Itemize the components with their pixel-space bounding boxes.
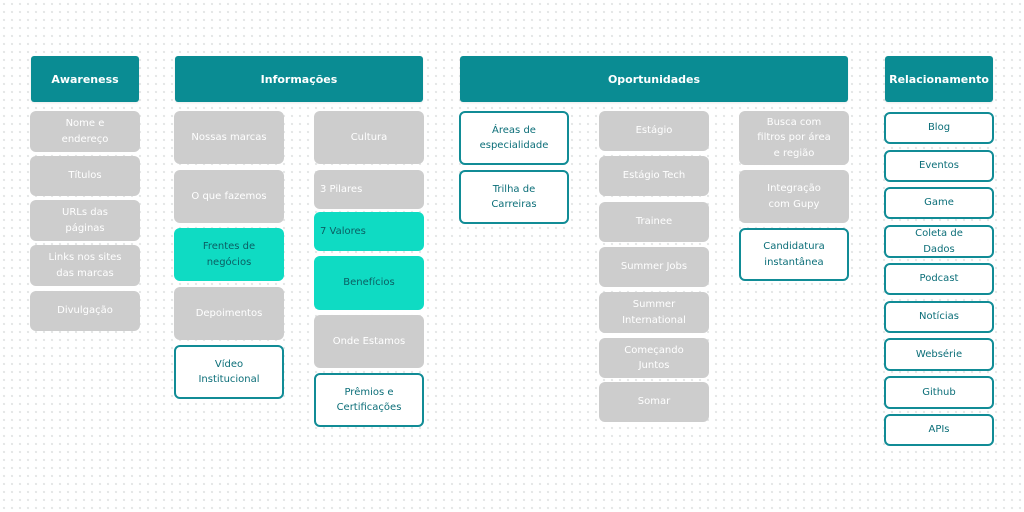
card-video-institucional: Vídeo Institucional [174, 345, 284, 399]
header-informacoes: Informações [175, 56, 423, 102]
card-blog: Blog [884, 112, 994, 144]
card-divulgacao: Divulgação [30, 291, 140, 331]
card-cultura: Cultura [314, 111, 424, 164]
card-trainee: Trainee [599, 202, 709, 242]
card-nome-endereco: Nome e endereço [30, 111, 140, 152]
card-summer-jobs: Summer Jobs [599, 247, 709, 287]
card-noticias: Notícias [884, 301, 994, 333]
card-game: Game [884, 187, 994, 219]
card-webserie: Websérie [884, 338, 994, 371]
card-estagio: Estágio [599, 111, 709, 151]
card-links-sites: Links nos sites das marcas [30, 245, 140, 286]
header-awareness: Awareness [31, 56, 139, 102]
card-urls: URLs das páginas [30, 200, 140, 241]
card-estagio-tech: Estágio Tech [599, 156, 709, 196]
header-oportunidades: Oportunidades [460, 56, 848, 102]
card-trilha-carreiras: Trilha de Carreiras [459, 170, 569, 224]
card-github: Github [884, 376, 994, 409]
card-eventos: Eventos [884, 150, 994, 182]
card-candidatura-instantanea: Candidatura instantânea [739, 228, 849, 281]
card-somar: Somar [599, 382, 709, 422]
card-onde-estamos: Onde Estamos [314, 315, 424, 368]
card-apis: APIs [884, 414, 994, 446]
card-frentes-negocios: Frentes de negócios [174, 228, 284, 281]
card-o-que-fazemos: O que fazemos [174, 170, 284, 223]
card-comecando-juntos: Começando Juntos [599, 338, 709, 378]
card-beneficios: Benefícios [314, 256, 424, 310]
card-3-pilares: 3 Pilares [314, 170, 424, 209]
card-integracao-gupy: Integração com Gupy [739, 170, 849, 223]
card-coleta-dados: Coleta de Dados [884, 225, 994, 258]
card-titulos: Títulos [30, 156, 140, 196]
card-7-valores: 7 Valores [314, 212, 424, 251]
card-premios-certificacoes: Prêmios e Certificações [314, 373, 424, 427]
card-depoimentos: Depoimentos [174, 287, 284, 340]
card-busca-filtros: Busca com filtros por área e região [739, 111, 849, 165]
header-relacionamento: Relacionamento [885, 56, 993, 102]
card-nossas-marcas: Nossas marcas [174, 111, 284, 164]
card-areas-especialidade: Áreas de especialidade [459, 111, 569, 165]
card-summer-international: Summer International [599, 292, 709, 333]
card-podcast: Podcast [884, 263, 994, 295]
